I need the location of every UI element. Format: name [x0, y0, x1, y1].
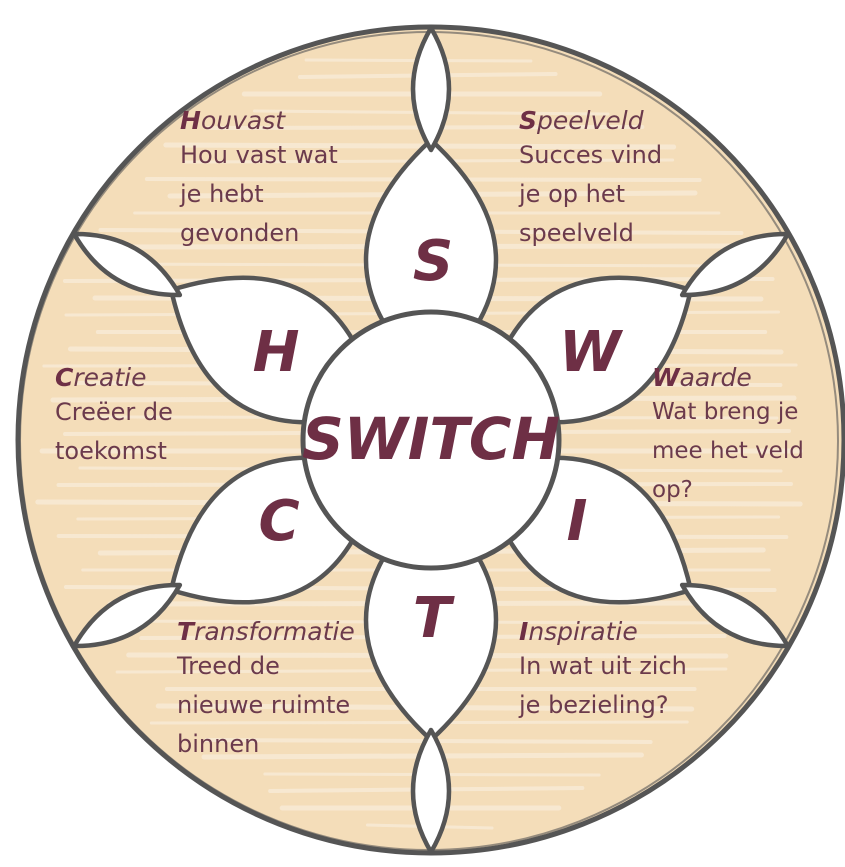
brush-streak — [163, 142, 677, 150]
petal-letter-w: W — [559, 320, 624, 385]
outer-petal-s — [410, 25, 452, 153]
waarde-initial: W — [652, 363, 680, 392]
petal-letter-i: I — [567, 489, 588, 554]
transformatie-heading-rest: ransformatie — [194, 617, 355, 646]
waarde-description: Wat breng je mee het veld op? — [652, 399, 804, 503]
outer-petal-h — [71, 231, 183, 298]
petal-letter-s: S — [413, 229, 453, 294]
speelveld-heading-rest: peelveld — [537, 106, 644, 135]
creatie-heading-rest: reatie — [73, 363, 147, 392]
houvast-initial: H — [180, 106, 201, 135]
creatie-initial: C — [55, 363, 74, 392]
creatie-block: Creatie Creëer de toekomst — [55, 363, 173, 471]
petal-letter-c: C — [258, 489, 299, 554]
center-title: SWITCH — [302, 405, 560, 473]
speelveld-block: Speelveld Succes vind je op het speelvel… — [519, 106, 662, 253]
inspiratie-heading: Inspiratie — [519, 617, 687, 647]
petal-letter-t: T — [413, 586, 455, 651]
waarde-heading-rest: aarde — [679, 363, 752, 392]
transformatie-block: Transformatie Treed de nieuwe ruimte bin… — [177, 617, 355, 764]
houvast-heading-rest: ouvast — [200, 106, 286, 135]
houvast-description: Hou vast wat je hebt gevonden — [180, 141, 338, 247]
inspiratie-initial: I — [519, 617, 529, 646]
speelveld-heading: Speelveld — [519, 106, 662, 136]
inspiratie-description: In wat uit zich je bezieling? — [519, 652, 687, 719]
outer-petal-c — [71, 582, 183, 649]
speelveld-initial: S — [519, 106, 538, 135]
center-circle — [300, 309, 562, 571]
transformatie-heading: Transformatie — [177, 617, 355, 647]
houvast-block: Houvast Hou vast wat je hebt gevonden — [180, 106, 338, 253]
transformatie-initial: T — [177, 617, 195, 646]
petal-letter-h: H — [253, 320, 300, 385]
waarde-block: Waarde Wat breng je mee het veld op? — [652, 363, 804, 510]
transformatie-description: Treed de nieuwe ruimte binnen — [177, 652, 351, 758]
houvast-heading: Houvast — [180, 106, 338, 136]
speelveld-description: Succes vind je op het speelveld — [519, 141, 663, 247]
outer-petal-i — [679, 582, 791, 649]
inspiratie-heading-rest: nspiratie — [528, 617, 638, 646]
inspiratie-block: Inspiratie In wat uit zich je bezieling? — [519, 617, 687, 725]
outer-petal-t — [410, 727, 452, 855]
creatie-heading: Creatie — [55, 363, 173, 393]
waarde-heading: Waarde — [652, 363, 804, 393]
outer-petal-w — [679, 231, 791, 298]
creatie-description: Creëer de toekomst — [55, 398, 173, 465]
